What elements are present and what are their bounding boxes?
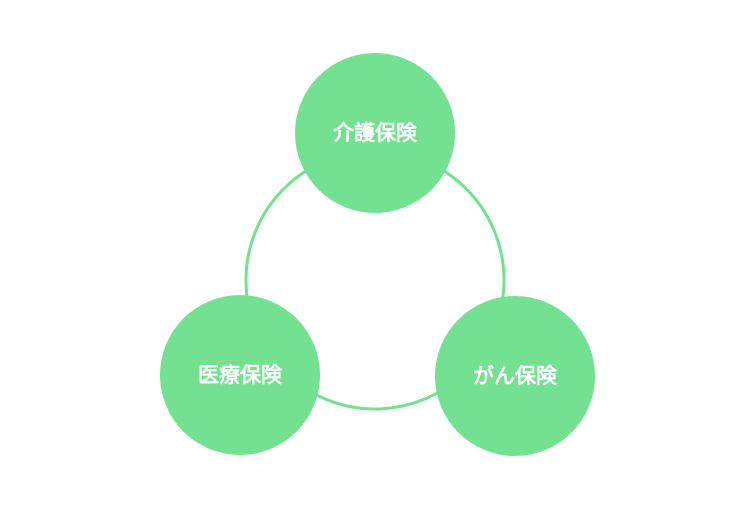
node-medical-insurance-label: 医療保険 (198, 363, 283, 387)
node-cancer-insurance-circle (435, 296, 595, 456)
node-medical-insurance-circle (160, 295, 320, 455)
node-medical-insurance: 医療保険 (160, 295, 320, 455)
node-care-insurance-label: 介護保険 (332, 121, 418, 145)
node-cancer-insurance-label: がん保険 (473, 364, 558, 388)
node-care-insurance-circle (295, 53, 455, 213)
node-cancer-insurance: がん保険 (435, 296, 595, 456)
node-care-insurance: 介護保険 (295, 53, 455, 213)
